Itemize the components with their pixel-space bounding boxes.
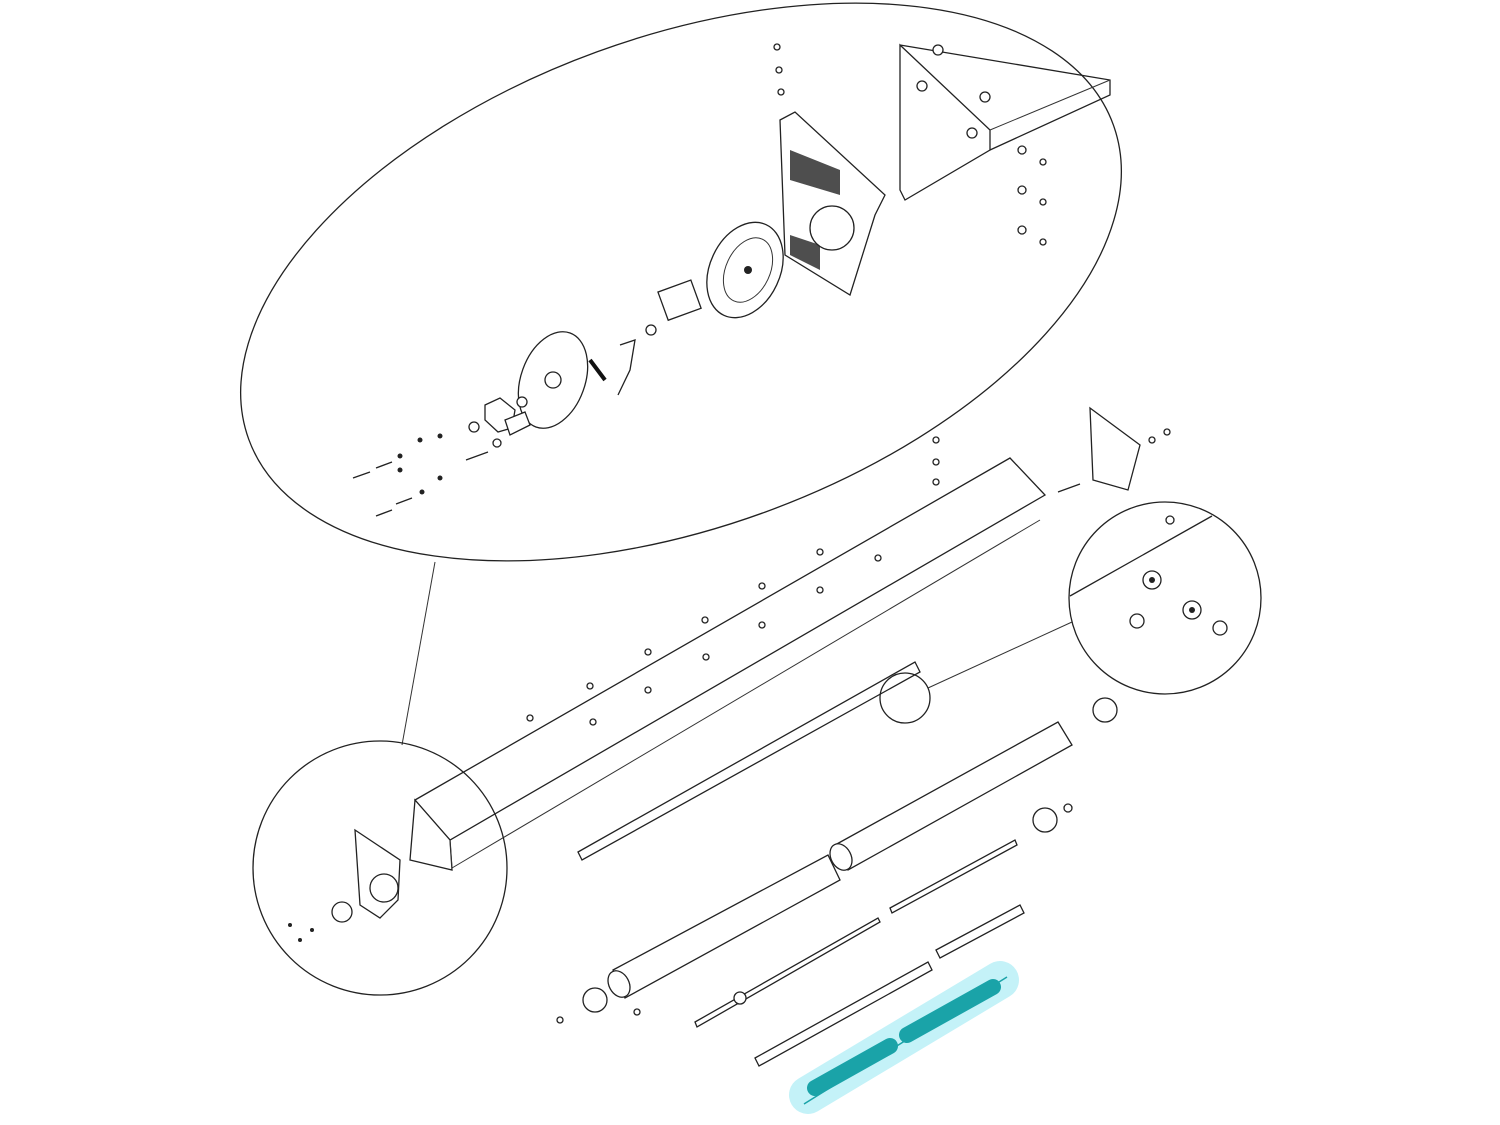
highlighted-roller-shaft[interactable] <box>789 961 1019 1114</box>
end-bracket-plate <box>899 43 1111 201</box>
hex-plate-and-nuts <box>468 396 531 448</box>
roller-tube-right <box>829 721 1073 871</box>
disc-plate <box>517 331 589 429</box>
roller-end-caps <box>556 697 1118 1024</box>
right-end-bracket <box>1057 406 1171 493</box>
detail-circle-left <box>252 740 508 996</box>
bolts-left <box>352 433 489 517</box>
shafts <box>694 839 1025 1067</box>
bearing-flange <box>706 221 784 319</box>
side-cover-panel <box>779 111 886 296</box>
detail-ellipse-top <box>240 2 1122 746</box>
spring-and-latch <box>588 339 636 396</box>
roller-tube-left <box>607 854 841 999</box>
angle-strip <box>577 661 921 861</box>
frame-screws <box>526 436 940 726</box>
detail-circle-small <box>879 621 1073 724</box>
detail-circle-right <box>1068 501 1262 695</box>
hub-coupling <box>627 279 702 349</box>
main-frame-channel <box>409 457 1047 871</box>
screws-top <box>773 43 1047 246</box>
